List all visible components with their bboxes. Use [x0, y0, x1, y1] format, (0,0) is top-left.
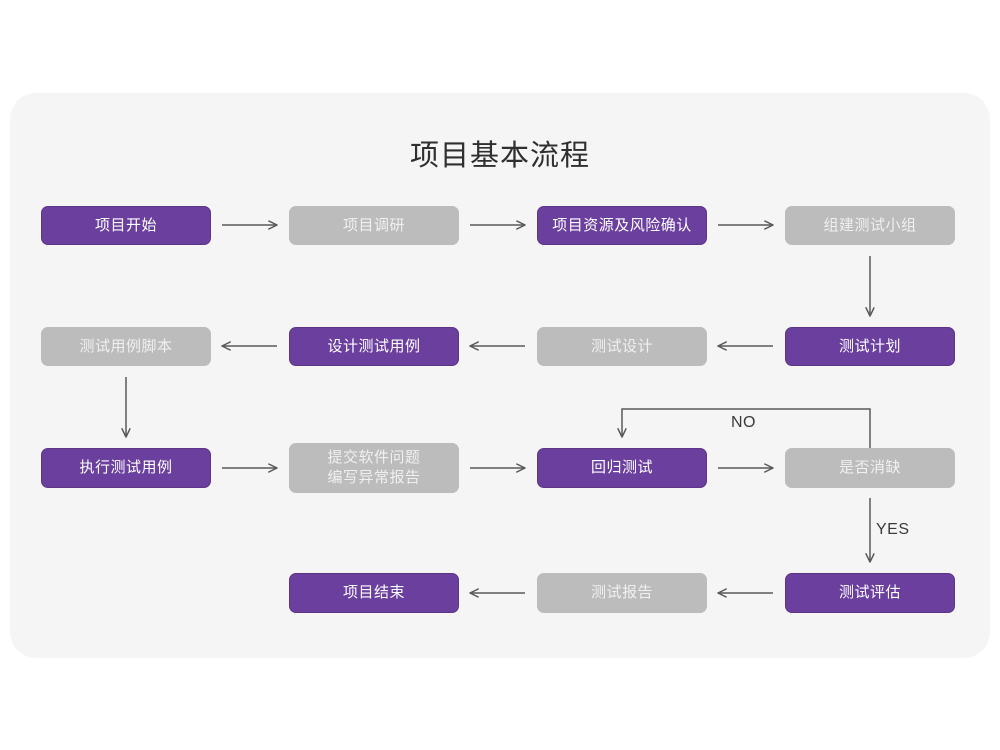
- node-resource-risk-confirm[interactable]: 项目资源及风险确认: [537, 206, 707, 245]
- node-build-test-team[interactable]: 组建测试小组: [785, 206, 955, 245]
- node-project-start[interactable]: 项目开始: [41, 206, 211, 245]
- flowchart-card: [10, 93, 990, 658]
- node-project-end[interactable]: 项目结束: [289, 573, 459, 613]
- node-test-evaluation[interactable]: 测试评估: [785, 573, 955, 613]
- node-test-report[interactable]: 测试报告: [537, 573, 707, 613]
- node-submit-defect-report[interactable]: 提交软件问题 编写异常报告: [289, 443, 459, 493]
- node-execute-test-case[interactable]: 执行测试用例: [41, 448, 211, 488]
- edge-label-yes: YES: [876, 521, 910, 538]
- node-test-plan[interactable]: 测试计划: [785, 327, 955, 366]
- node-test-design[interactable]: 测试设计: [537, 327, 707, 366]
- node-defect-cleared-check[interactable]: 是否消缺: [785, 448, 955, 488]
- edge-label-no: NO: [731, 414, 756, 431]
- node-regression-test[interactable]: 回归测试: [537, 448, 707, 488]
- page-title: 项目基本流程: [409, 140, 590, 172]
- node-project-research[interactable]: 项目调研: [289, 206, 459, 245]
- node-test-case-script[interactable]: 测试用例脚本: [41, 327, 211, 366]
- node-design-test-case[interactable]: 设计测试用例: [289, 327, 459, 366]
